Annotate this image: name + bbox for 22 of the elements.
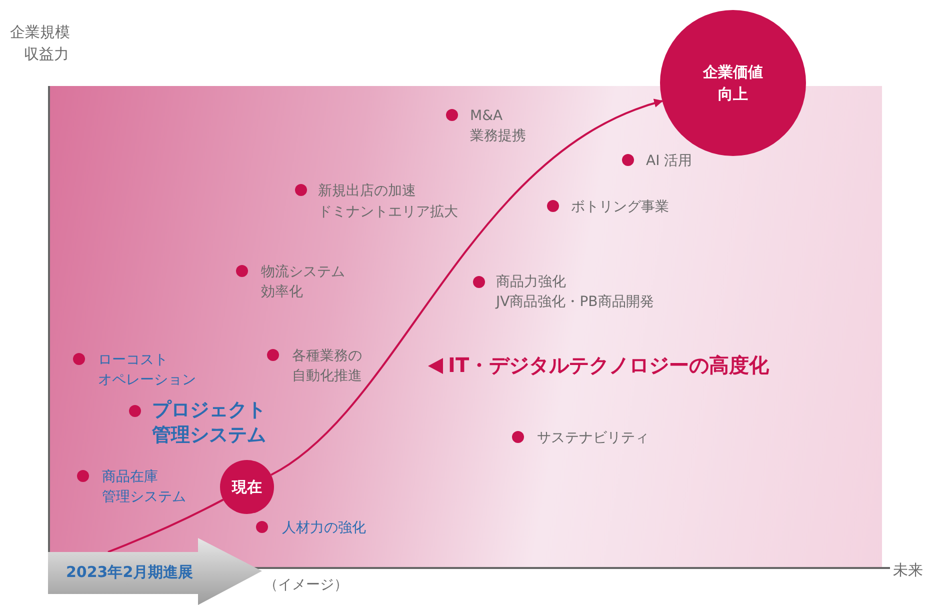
item-label: サステナビリティ — [537, 429, 649, 448]
growth-curve — [108, 498, 224, 553]
item-label: 人材力の強化 — [282, 519, 366, 538]
item-label: ローコストオペレーション — [98, 351, 196, 390]
item-label: 商品在庫管理システム — [102, 468, 186, 507]
item-label: 業務提携 — [470, 127, 526, 146]
item-label: JV商品強化・PB商品開発 — [496, 293, 654, 312]
progress-arrow: 2023年2月期進展 — [48, 538, 262, 605]
note-label: （イメージ） — [264, 576, 348, 595]
growth-curve — [270, 100, 664, 476]
item-label: ボトリング事業 — [571, 198, 669, 217]
axis-label: 未来 — [893, 560, 923, 581]
item-label: プロジェクト管理システム — [152, 398, 266, 448]
item-label: 新規出店の加速 — [318, 182, 416, 201]
name-axis-label: 企業規模 — [10, 22, 70, 43]
item-label: M&A — [470, 107, 503, 126]
name-axis-label: 収益力 — [24, 44, 69, 65]
item-label: 物流システム効率化 — [261, 263, 345, 302]
item-label: 各種業務の自動化推進 — [292, 347, 362, 386]
theme-heading: IT・デジタルテクノロジーの高度化 — [448, 352, 770, 378]
item-label: 商品力強化 — [496, 273, 566, 292]
item-label: ドミナントエリア拡大 — [318, 203, 458, 222]
